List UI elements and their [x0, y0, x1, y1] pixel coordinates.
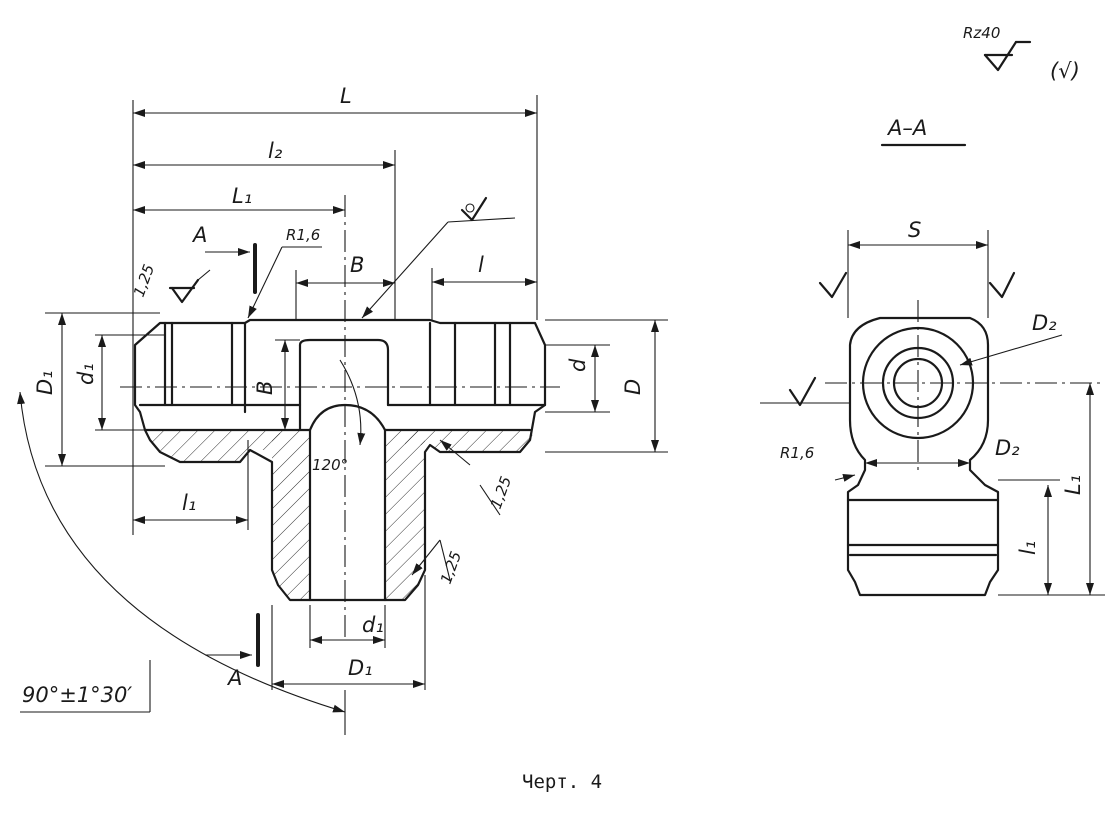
front-view: L l₂ L₁ B l А R1,6 D₁ d₁ B d D l₁ d₁ D₁ … — [17, 84, 668, 735]
radius-leader — [247, 246, 283, 319]
label-D1: D₁ — [33, 370, 57, 395]
roughness-rest: (√) — [1050, 59, 1080, 83]
label-A-bottom: А — [226, 666, 242, 690]
section-rough-mid-icon — [788, 376, 817, 407]
label-B-top: B — [350, 253, 364, 277]
angle-90-arc — [17, 391, 346, 713]
section-label-D2-top: D₂ — [1032, 311, 1057, 335]
section-rough-right-icon — [988, 271, 1016, 299]
label-rough-2: 1,25 — [437, 549, 465, 587]
hatched-stem-left — [272, 430, 310, 600]
roughness-value: Rz40 — [963, 24, 1000, 42]
section-view: А–А S D₂ D₂ R1,6 L₁ l₁ — [760, 116, 1105, 597]
label-L1: L₁ — [232, 184, 252, 208]
section-label-R: R1,6 — [780, 444, 814, 462]
label-rough-small: 1,25 — [130, 262, 158, 300]
figure-caption: Черт. 4 — [522, 771, 602, 793]
roughness-check-icon — [983, 40, 1018, 72]
roughness-leader — [361, 221, 449, 319]
section-label-S: S — [908, 218, 921, 242]
label-angle-90: 90°±1°30′ — [22, 683, 132, 707]
angle-120-arc — [339, 359, 366, 446]
label-l: l — [478, 253, 484, 277]
label-D1-bottom: D₁ — [348, 656, 373, 680]
label-D: D — [621, 379, 645, 395]
label-l1: l₁ — [182, 491, 196, 515]
hatched-stem-right — [385, 430, 425, 600]
roughness-mark-icon — [460, 196, 488, 222]
hatched-wall-bottom-right — [405, 430, 535, 452]
label-rough-1: 1,25 — [487, 474, 515, 512]
roughness-small-icon — [170, 278, 200, 304]
section-rough-left-icon — [818, 271, 848, 299]
label-d: d — [566, 358, 590, 372]
inner-bore — [298, 338, 390, 407]
section-body-outline — [846, 316, 1000, 597]
label-B-side: B — [253, 381, 277, 395]
label-L: L — [340, 84, 352, 108]
label-d1-bottom: d₁ — [362, 613, 384, 637]
roughness-general-symbol: Rz40 (√) — [963, 24, 1080, 83]
section-label-L1: L₁ — [1061, 475, 1085, 495]
label-d1: d₁ — [74, 363, 98, 385]
label-radius: R1,6 — [286, 226, 320, 244]
label-angle-120: 120° — [312, 456, 348, 474]
section-title: А–А — [886, 116, 927, 140]
label-A-top: А — [191, 223, 207, 247]
section-label-D2-mid: D₂ — [995, 436, 1020, 460]
label-l2: l₂ — [268, 139, 283, 163]
section-label-l1: l₁ — [1016, 541, 1040, 555]
